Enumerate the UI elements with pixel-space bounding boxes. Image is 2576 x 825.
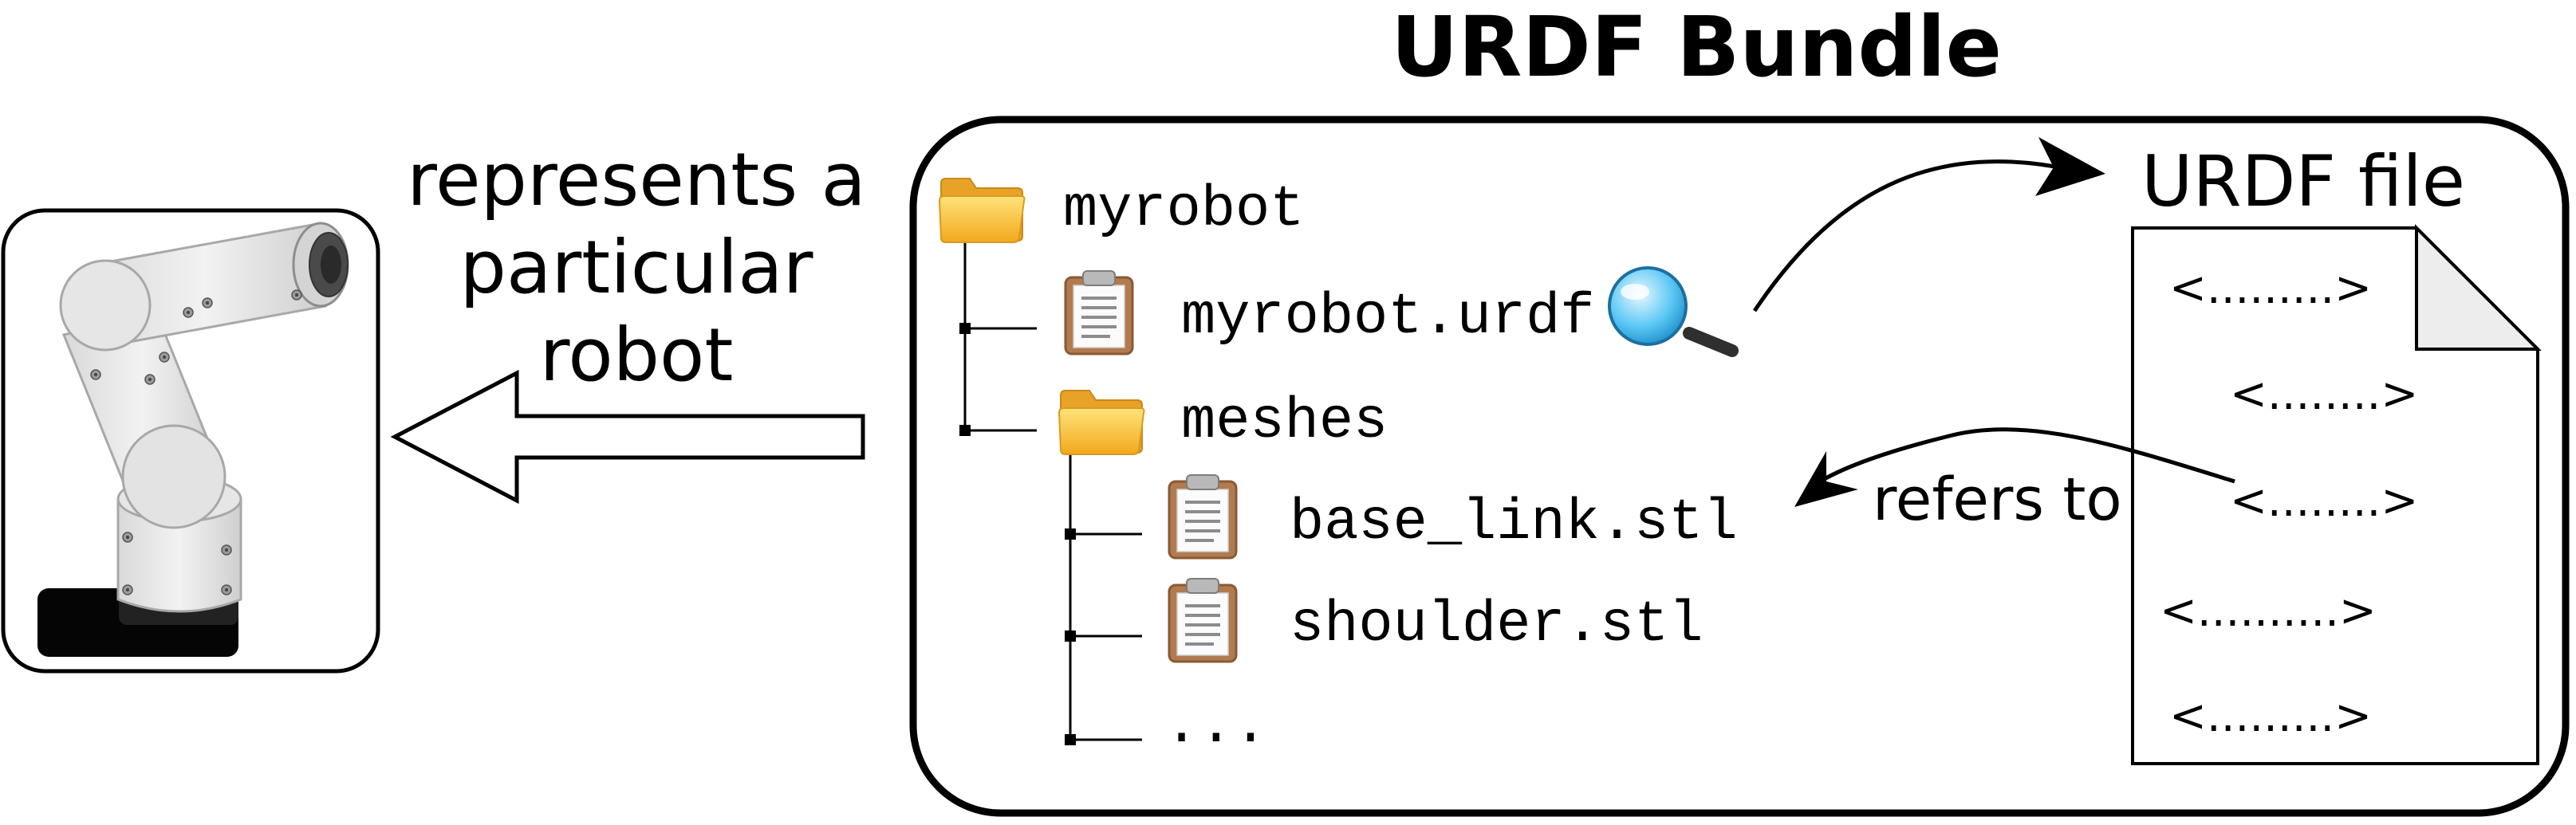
urdf-file-label: URDF file xyxy=(2141,140,2465,222)
robot-panel xyxy=(1,208,380,674)
robot-caption-line-3: robot xyxy=(540,312,734,398)
magnifier-icon xyxy=(1608,266,1739,357)
tree-nodes xyxy=(959,323,1076,745)
urdf-line: <..........> xyxy=(2160,585,2377,637)
urdf-line: <........> xyxy=(2230,475,2418,527)
folder-icon xyxy=(1058,390,1145,455)
clipboard-icon xyxy=(1168,577,1238,663)
urdf-line: <.........> xyxy=(2169,690,2372,742)
refers-to-arrow xyxy=(1794,427,2235,507)
tree-item-meshes[interactable]: meshes xyxy=(1058,389,1388,455)
tree-lines xyxy=(963,231,1142,741)
tree-item-shoulder-label: shoulder.stl xyxy=(1290,592,1703,658)
tree-root-label: myrobot xyxy=(1063,177,1304,242)
robot-caption-line-2: particular xyxy=(460,225,813,310)
represents-arrow xyxy=(390,369,865,505)
tree-item-shoulder[interactable]: shoulder.stl xyxy=(1168,577,1703,663)
clipboard-icon xyxy=(1168,473,1238,560)
refers-to-label: refers to xyxy=(1873,466,2122,534)
robot-caption-line-1: represents a xyxy=(407,137,866,222)
document-icon xyxy=(2131,224,2542,765)
robot-caption: represents a particular robot xyxy=(407,137,866,398)
tree-item-urdf[interactable]: myrobot.urdf xyxy=(1064,269,1594,356)
urdf-to-file-arrow xyxy=(1752,137,2105,312)
clipboard-icon xyxy=(1064,269,1134,356)
tree-item-meshes-label: meshes xyxy=(1181,389,1388,454)
folder-icon xyxy=(939,178,1026,243)
tree-root[interactable]: myrobot xyxy=(939,177,1304,243)
diagram-title: URDF Bundle xyxy=(1391,0,2002,96)
tree-item-base-link-label: base_link.stl xyxy=(1290,490,1738,556)
urdf-line: <........> xyxy=(2230,368,2418,420)
tree-item-urdf-label: myrobot.urdf xyxy=(1181,285,1594,350)
urdf-line: <.........> xyxy=(2169,262,2372,314)
robot-arm-icon xyxy=(37,222,349,657)
urdf-file-lines: <.........> <........> <........> <.....… xyxy=(2160,262,2418,742)
tree-ellipsis: ... xyxy=(1164,693,1268,759)
tree-item-base-link[interactable]: base_link.stl xyxy=(1168,473,1738,560)
